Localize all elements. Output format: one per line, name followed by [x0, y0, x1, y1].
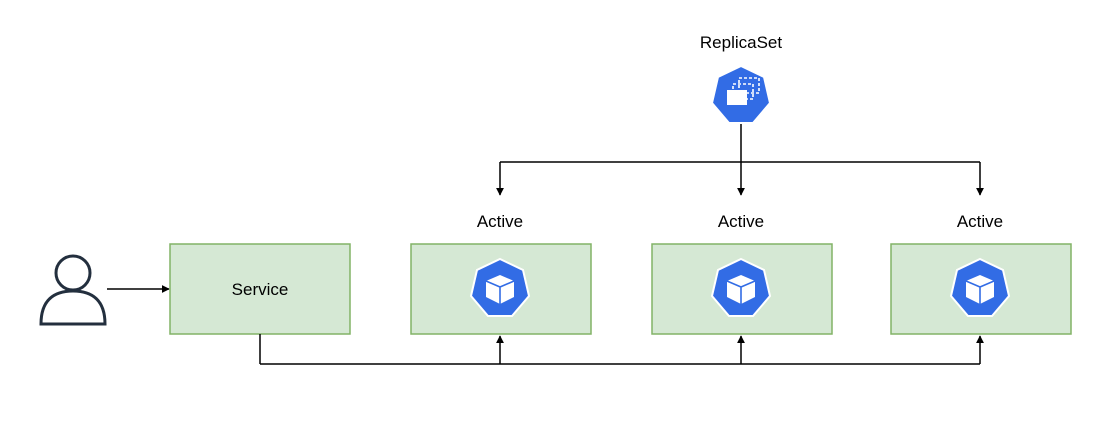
service-connectors [259, 334, 984, 365]
service-box[interactable]: Service [169, 243, 351, 335]
user-icon [39, 254, 107, 326]
pod-icon [949, 257, 1011, 317]
service-label: Service [232, 280, 289, 299]
replicaset-connectors [496, 124, 984, 196]
pod-icon [710, 257, 772, 317]
pod-label-3: Active [957, 212, 1003, 231]
pod-icon [469, 257, 531, 317]
replicaset-icon [710, 64, 772, 124]
pod-label-2: Active [718, 212, 764, 231]
replicaset-label: ReplicaSet [700, 33, 782, 52]
pod-label-1: Active [477, 212, 523, 231]
